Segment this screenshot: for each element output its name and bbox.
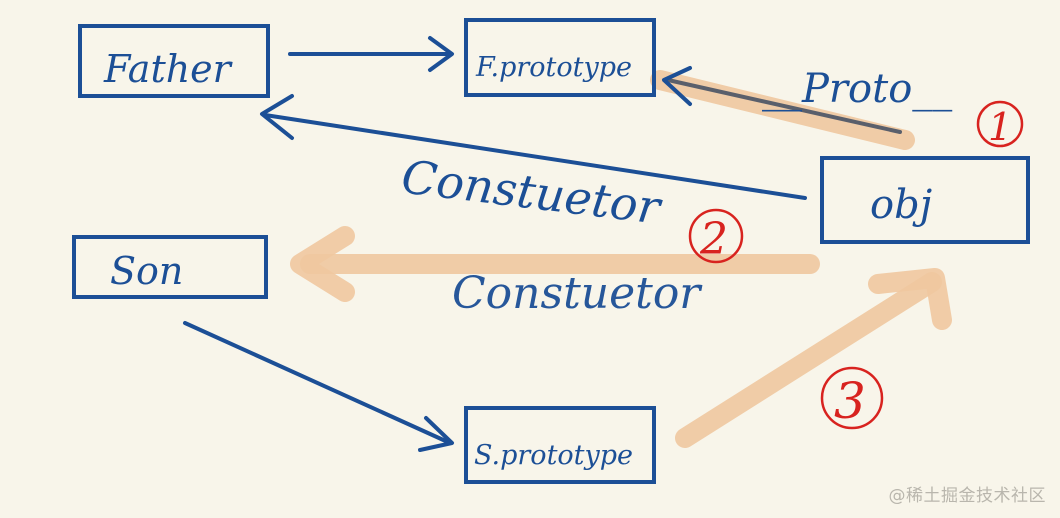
node-father: Father	[78, 24, 270, 98]
node-obj-label: obj	[870, 182, 932, 228]
arrow-obj-to-fprototype-proto	[662, 66, 902, 134]
orange-proto-link	[650, 70, 915, 150]
arrow-son-to-sprototype	[183, 321, 454, 452]
node-s-prototype-label: S.prototype	[474, 440, 633, 471]
orange-sproto-to-obj-arrow	[675, 268, 952, 448]
node-son-label: Son	[110, 249, 183, 293]
orange-constructor-arrow	[290, 226, 820, 302]
marker-1-text: 1	[988, 105, 1012, 149]
marker-2: 2	[688, 208, 744, 265]
node-obj: obj	[820, 156, 1030, 244]
proto-label: __Proto__	[762, 66, 952, 112]
marker-3: 3	[820, 366, 884, 430]
node-s-prototype: S.prototype	[464, 406, 656, 484]
marker-2-text: 2	[699, 214, 728, 265]
arrow-obj-to-father-constructor	[260, 94, 807, 200]
node-f-prototype: F.prototype	[464, 18, 656, 97]
marker-1: 1	[976, 100, 1024, 149]
node-son: Son	[72, 235, 268, 299]
arrow-father-to-fprototype	[288, 36, 454, 72]
node-father-label: Father	[103, 47, 234, 91]
watermark: @稀土掘金技术社区	[888, 486, 1046, 506]
marker-3-text: 3	[834, 372, 866, 430]
node-f-prototype-label: F.prototype	[475, 52, 632, 83]
constructor-orange-label: Constuetor	[452, 268, 703, 319]
constructor-blue-label: Constuetor	[399, 149, 666, 235]
